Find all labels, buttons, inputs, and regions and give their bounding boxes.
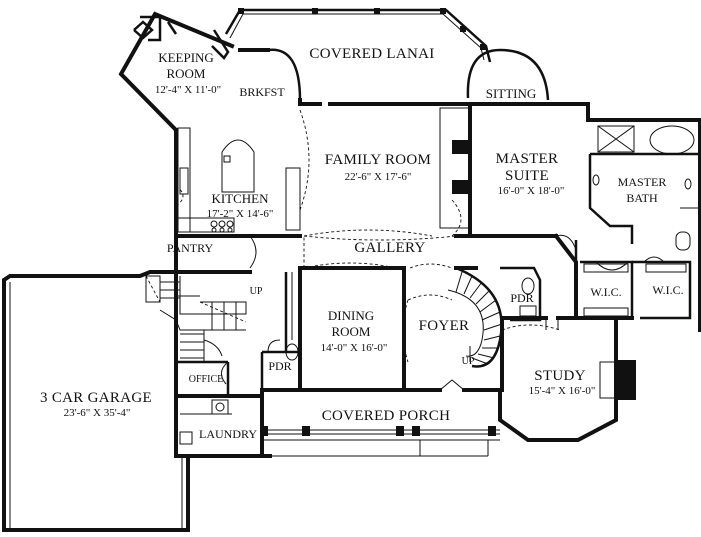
covered-porch-label: COVERED PORCH (322, 408, 451, 424)
dining-room-label-1: DINING (328, 308, 374, 323)
keeping-room-label-2: ROOM (166, 66, 205, 81)
pdr-lower-label: PDR (268, 359, 291, 373)
wic-2-label: W.I.C. (652, 283, 683, 297)
study-label: STUDY (534, 368, 586, 384)
room-labels: KEEPING ROOM 12'-4" X 11'-0" BRKFST COVE… (40, 46, 684, 441)
foyer-stair-up-label: UP (462, 356, 475, 367)
kitchen-dims: 17'-2" X 14'-6" (207, 208, 274, 220)
foyer-staircase (447, 266, 503, 368)
main-walls-top (174, 102, 701, 332)
keeping-room-dims: 12'-4" X 11'-0" (155, 84, 221, 96)
dining-room-dims: 14'-0" X 16'-0" (321, 342, 388, 354)
garage-dims: 23'-6" X 35'-4" (64, 407, 131, 419)
keeping-room-label-1: KEEPING (158, 50, 214, 65)
master-bath-label-2: BATH (626, 191, 658, 205)
pdr-upper-label: PDR (510, 291, 533, 305)
covered-lanai-outline (224, 8, 550, 106)
keeping-room-walls (118, 11, 235, 133)
study-dims: 15'-4" X 16'-0" (529, 385, 596, 397)
sitting-label: SITTING (486, 86, 537, 101)
foyer-label: FOYER (419, 318, 470, 334)
covered-porch (260, 426, 500, 457)
master-bath-label-1: MASTER (618, 175, 667, 189)
brkfst-label: BRKFST (239, 85, 285, 99)
main-walls-middle (174, 233, 692, 442)
covered-lanai-label: COVERED LANAI (309, 46, 434, 62)
kitchen-fixtures (177, 127, 301, 233)
laundry-label: LAUNDRY (199, 427, 257, 441)
master-suite-dims: 16'-0" X 18'-0" (498, 185, 565, 197)
rear-staircase (145, 275, 247, 362)
master-suite-label-1: MASTER (496, 151, 559, 167)
pantry-label: PANTRY (167, 241, 214, 255)
family-room-dims: 22'-6" X 17'-6" (345, 171, 412, 183)
master-suite-label-2: SUITE (505, 168, 549, 184)
rear-stair-up-label: UP (250, 286, 263, 297)
kitchen-label: KITCHEN (211, 191, 269, 206)
gallery-label: GALLERY (354, 240, 425, 256)
garage-label: 3 CAR GARAGE (40, 390, 152, 406)
wic-1-label: W.I.C. (590, 285, 621, 299)
family-room-label: FAMILY ROOM (325, 152, 431, 168)
dining-room-label-2: ROOM (331, 324, 370, 339)
office-label: OFFICE (189, 374, 223, 385)
